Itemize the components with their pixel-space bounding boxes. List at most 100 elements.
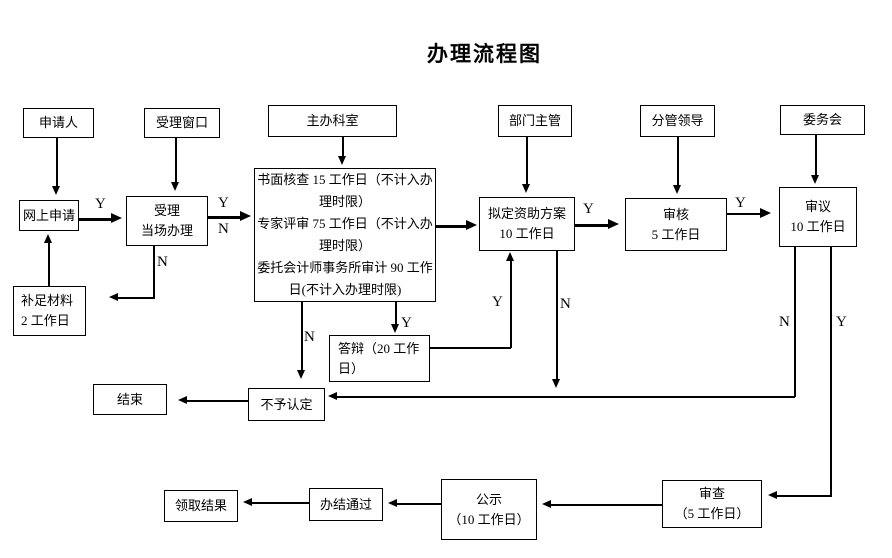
node-get-result: 领取结果 [164,490,238,522]
node-deputy-leader-label: 分管领导 [651,113,704,128]
edge-rejected-end-line [186,400,248,402]
node-end: 结束 [93,384,167,415]
edge-supplement-online-arrowhead [44,234,52,243]
edge-defense-draft-hline [430,347,511,349]
node-review: 审核 5 工作日 [625,198,727,251]
node-lead-office-tasks-line3: 委托会计师事务所审计 90 工作日(不计入办理时限) [257,260,433,297]
page-title: 办理流程图 [427,42,542,66]
edge-rejected-long-line [336,396,795,398]
node-dept-head: 部门主管 [498,105,572,137]
node-accept-onsite: 受理 当场办理 [126,196,208,246]
edge-complete-result-arrowhead [243,498,252,506]
edge-deputy-review-line [677,137,679,186]
node-supplement-line2: 2 工作日 [21,313,70,328]
node-deliberation: 审议 10 工作日 [779,187,857,247]
edge-rejected-end-arrowhead [178,396,187,404]
edge-deputy-review-arrowhead [673,185,681,194]
node-applicant: 申请人 [23,108,94,138]
node-draft-plan-line2: 10 工作日 [499,226,555,241]
edge-draft-no-line [556,251,558,381]
node-dept-head-label: 部门主管 [508,113,561,128]
edge-delib-no-line [794,247,796,397]
edge-delib-exam-arrowhead [768,491,777,499]
edge-online-accept-arrowhead [111,213,122,223]
node-rejected: 不予认定 [248,388,325,421]
edge-defense-draft-vline [510,256,512,348]
node-defense-label: 答辩（20 工作日） [338,340,420,376]
edge-delib-exam-vline [830,247,832,497]
node-lead-office-tasks-line1: 书面核查 15 工作日（不计入办理时限） [257,172,433,209]
node-draft-plan-line1: 拟定资助方案 [487,206,566,221]
node-accept-onsite-line2: 当场办理 [140,223,193,238]
node-online-application-label: 网上申请 [22,207,75,223]
edge-accept-tasks-label-no: N [218,221,229,237]
edge-delib-exam-label-yes: Y [836,314,847,330]
node-complete-label: 办结通过 [319,496,372,512]
edge-exam-publicity-line [550,504,662,506]
edge-tasks-defense-arrowhead [391,324,399,333]
edge-draft-review-label-yes: Y [583,201,594,217]
edge-accept-tasks-label-yes: Y [218,195,229,211]
node-defense: 答辩（20 工作日） [329,335,430,382]
node-examination-line1: 审查 [698,486,725,501]
edge-defense-draft-arrowhead [506,252,514,261]
edge-accept-no-vline [153,246,155,299]
node-draft-plan: 拟定资助方案 10 工作日 [479,197,575,251]
edge-exam-publicity-arrowhead [542,500,551,508]
node-get-result-label: 领取结果 [174,498,227,513]
node-deputy-leader: 分管领导 [640,105,715,137]
node-rejected-label: 不予认定 [260,396,313,412]
edge-draft-review-line [575,224,610,227]
edge-review-delib-label-yes: Y [735,195,746,211]
edge-tasks-rejected-arrowhead [297,370,305,379]
node-applicant-label: 申请人 [38,115,78,130]
node-lead-office-tasks: 书面核查 15 工作日（不计入办理时限） 专家评审 75 工作日（不计入办理时限… [254,168,436,302]
node-lead-office-tasks-line2: 专家评审 75 工作日（不计入办理时限） [257,216,433,253]
node-lead-office-label: 主办科室 [306,113,359,128]
edge-draft-no-label: N [560,296,571,312]
node-accept-onsite-line1: 受理 [153,203,180,218]
edge-publicity-complete-line [396,503,441,505]
node-committee: 委务会 [780,105,865,135]
edge-draft-review-arrowhead [608,219,619,229]
edge-tasks-draft-line [436,225,468,228]
edge-committee-deliberation-line [815,135,817,176]
node-deliberation-line2: 10 工作日 [790,219,846,234]
edge-leadoffice-tasks-arrowhead [338,156,346,165]
edge-complete-result-line [251,502,309,504]
node-supplement-line1: 补足材料 [21,293,74,308]
edge-accept-no-hline [117,297,154,299]
edge-draft-no-arrowhead [552,379,560,388]
node-online-application: 网上申请 [19,200,79,231]
node-publicity-line2: （10 工作日） [448,511,530,527]
node-examination-line2: （5 工作日） [674,506,750,521]
node-deliberation-line1: 审议 [804,199,831,214]
edge-accept-no-label: N [157,254,168,270]
edge-window-accept-line [175,138,177,183]
edge-depthead-draft-arrowhead [522,184,530,193]
edge-applicant-online-arrowhead [52,186,60,195]
edge-accept-no-arrowhead [109,293,118,301]
node-acceptance-window-label: 受理窗口 [155,115,208,130]
node-committee-label: 委务会 [802,112,842,127]
edge-online-accept-line [79,218,113,221]
edge-defense-draft-label-yes: Y [492,294,503,310]
node-publicity-line1: 公示 [475,491,502,507]
node-review-line2: 5 工作日 [651,226,701,242]
edge-review-delib-line [727,213,762,215]
edge-tasks-rejected-line [301,302,303,371]
edge-publicity-complete-arrowhead [388,499,397,507]
edge-tasks-defense-label-yes: Y [401,315,412,331]
edge-online-accept-label-yes: Y [95,196,106,212]
edge-delib-no-label: N [779,314,790,330]
node-complete: 办结通过 [309,488,383,521]
edge-applicant-online-line [56,138,58,187]
node-examination: 审查 （5 工作日） [662,480,762,528]
node-publicity: 公示 （10 工作日） [441,479,537,540]
edge-window-accept-arrowhead [171,182,179,191]
edge-review-delib-arrowhead [760,208,771,218]
node-review-line1: 审核 [662,206,689,222]
edge-depthead-draft-line [526,137,528,185]
edge-accept-tasks-arrowhead [240,211,251,221]
